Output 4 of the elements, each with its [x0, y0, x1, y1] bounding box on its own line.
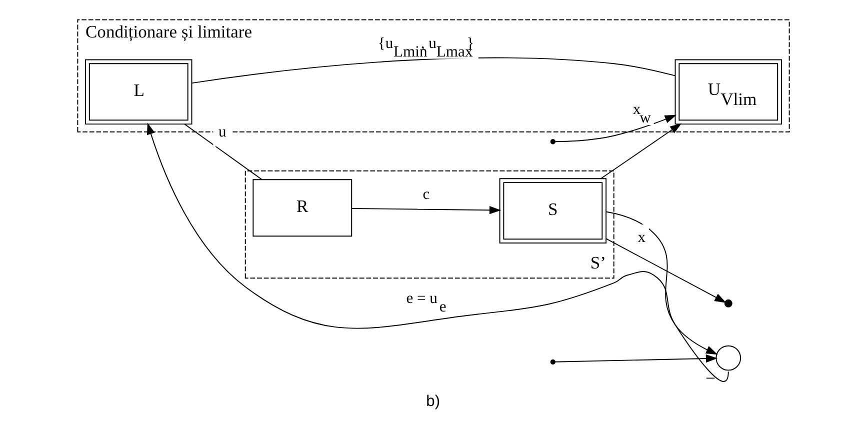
caption: b)	[426, 393, 440, 410]
edge-label: x	[638, 228, 646, 246]
edge-label: c	[422, 186, 430, 203]
node-label: −	[705, 368, 716, 388]
